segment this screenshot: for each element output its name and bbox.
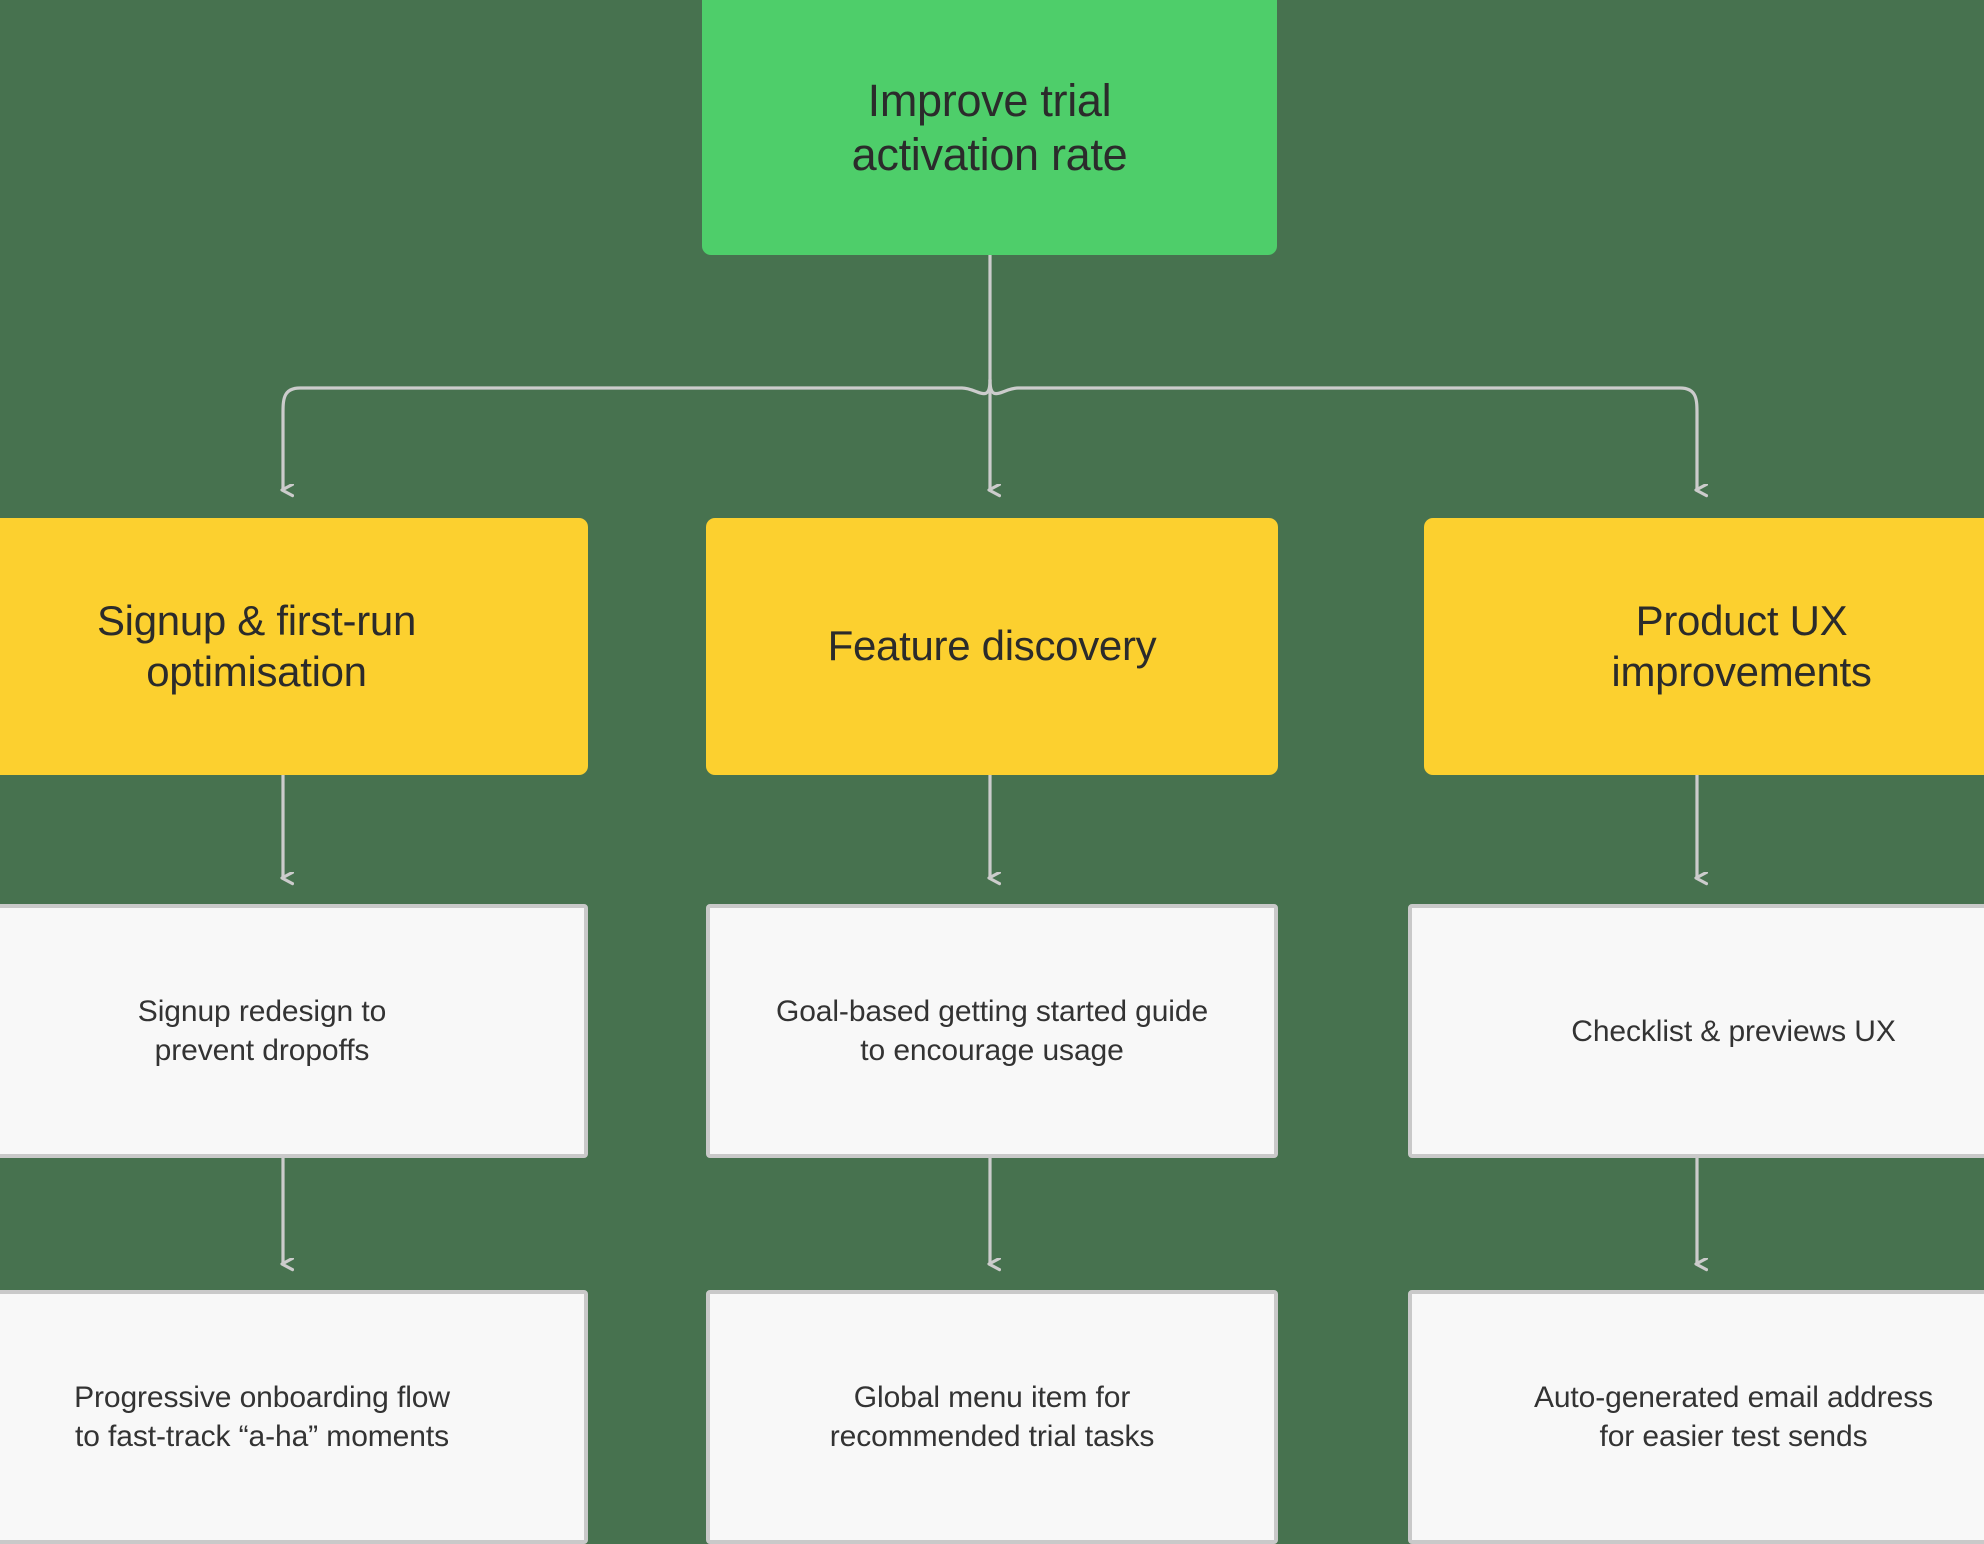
node-category-feature-discovery[interactable]: Feature discovery: [706, 518, 1278, 775]
node-card-checklist-previews[interactable]: Checklist & previews UX: [1408, 904, 1984, 1158]
node-category-feature-discovery-label: Feature discovery: [827, 622, 1157, 670]
node-card-checklist-previews-label: Checklist & previews UX: [1571, 1014, 1896, 1048]
connector-root-to-cat-0: [283, 378, 992, 490]
connector-root-to-cat-2: [988, 378, 1697, 490]
